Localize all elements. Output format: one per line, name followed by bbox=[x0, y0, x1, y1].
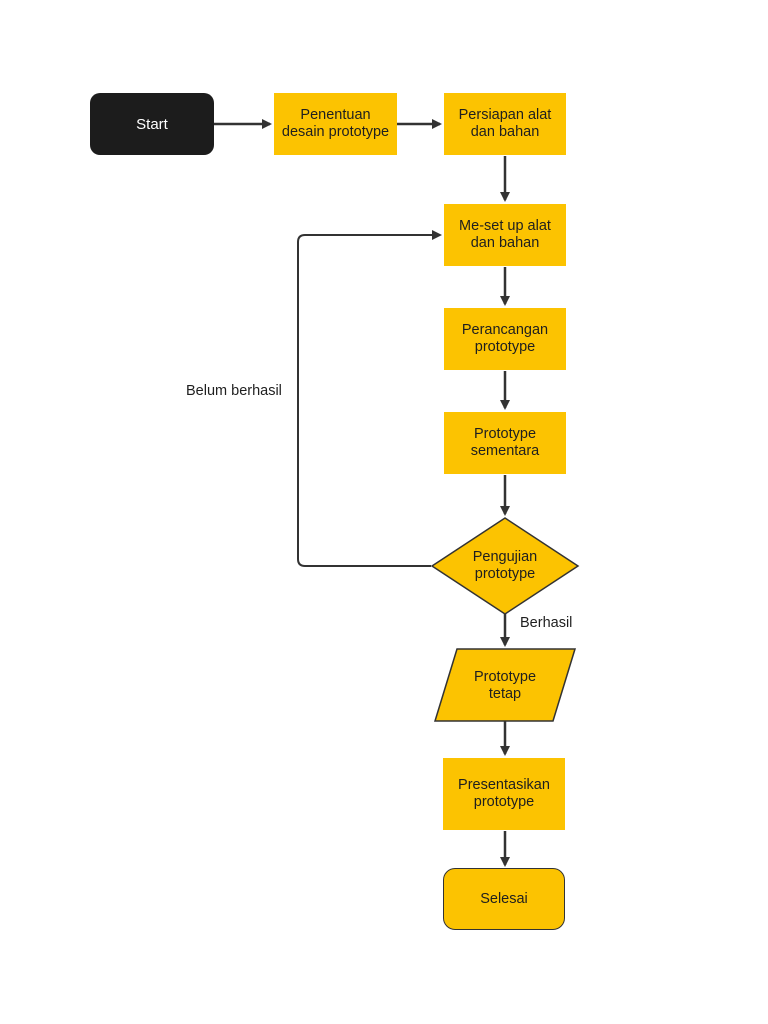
process-node-meset-line-1: Me-set up alat bbox=[459, 218, 551, 234]
process-node-perancangan-line-2: prototype bbox=[474, 339, 536, 355]
process-node-persiapan: Persiapan alat dan bahan bbox=[444, 93, 566, 155]
process-node-presentasikan: Presentasikan prototype bbox=[443, 758, 565, 830]
connector-loop-back bbox=[297, 230, 442, 567]
process-node-persiapan-line-1: Persiapan alat bbox=[458, 107, 552, 123]
decision-node-pengujian: Pengujian prototype bbox=[440, 544, 570, 588]
process-node-persiapan-line-2: dan bahan bbox=[470, 124, 540, 140]
process-node-presentasikan-line-1: Presentasikan bbox=[458, 777, 550, 793]
decision-node-pengujian-line-1: Pengujian bbox=[472, 549, 538, 565]
end-node-selesai-label: Selesai bbox=[480, 890, 528, 907]
process-node-penentuan: Penentuan desain prototype bbox=[274, 93, 397, 155]
start-node: Start bbox=[90, 93, 214, 155]
process-node-perancangan: Perancangan prototype bbox=[444, 308, 566, 370]
decision-diamond-pengujian bbox=[430, 517, 580, 615]
process-node-meset-line-2: dan bahan bbox=[470, 235, 540, 251]
start-node-label: Start bbox=[136, 115, 168, 133]
process-node-sementara-line-2: sementara bbox=[470, 443, 540, 459]
edge-label-berhasil: Berhasil bbox=[520, 615, 573, 631]
io-node-tetap-line-1: Prototype bbox=[473, 669, 537, 685]
io-node-tetap: Prototype tetap bbox=[450, 664, 560, 708]
process-node-perancangan-line-1: Perancangan bbox=[461, 322, 549, 338]
process-node-sementara: Prototype sementara bbox=[444, 412, 566, 474]
process-node-penentuan-line-2: desain prototype bbox=[281, 124, 390, 140]
io-parallelogram-tetap bbox=[433, 648, 577, 722]
process-node-presentasikan-line-2: prototype bbox=[473, 794, 535, 810]
edge-label-belum-berhasil: Belum berhasil bbox=[186, 383, 282, 399]
process-node-penentuan-line-1: Penentuan bbox=[300, 107, 371, 123]
decision-node-pengujian-line-2: prototype bbox=[474, 566, 536, 582]
process-node-sementara-line-1: Prototype bbox=[473, 426, 537, 442]
end-node-selesai: Selesai bbox=[443, 868, 565, 930]
process-node-meset: Me-set up alat dan bahan bbox=[444, 204, 566, 266]
io-node-tetap-line-2: tetap bbox=[488, 686, 522, 702]
